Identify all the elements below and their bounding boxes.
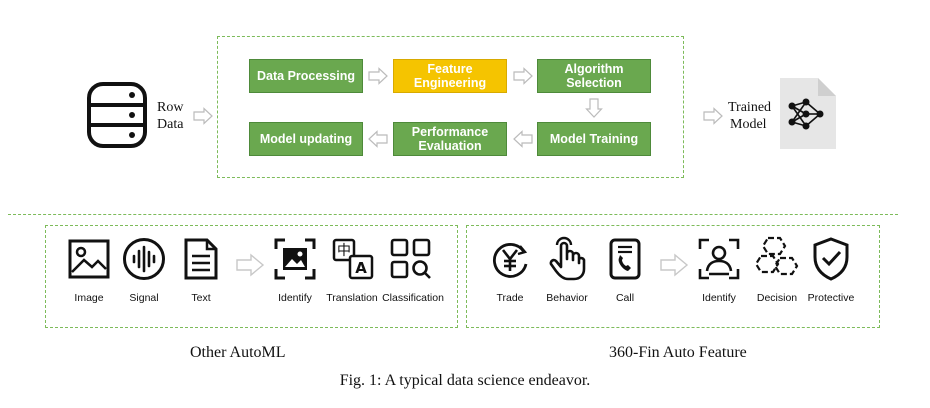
pipeline-section: Row Data Data Processing Feature Enginee…	[0, 0, 930, 200]
neural-network-document-icon	[780, 78, 836, 149]
step-data-processing-label: Data Processing	[257, 69, 355, 83]
step-performance-evaluation-label-1: Performance	[411, 125, 489, 139]
input-label-data: Data	[157, 117, 184, 132]
arrow-right-icon	[193, 107, 213, 125]
step-algorithm-selection: Algorithm Selection	[537, 59, 651, 93]
arrow-left-icon	[368, 130, 388, 148]
arrow-right-icon	[236, 253, 265, 277]
step-feature-engineering-label-2: Engineering	[413, 76, 487, 90]
output-label-classification: Classification	[382, 292, 444, 304]
section-divider	[8, 214, 898, 215]
step-data-processing: Data Processing	[249, 59, 363, 93]
classification-icon	[390, 238, 431, 279]
step-model-training-label: Model Training	[549, 132, 639, 146]
pipeline-container	[217, 36, 684, 178]
translation-icon: 中 A	[332, 238, 374, 280]
fin-input-label-call: Call	[615, 292, 635, 304]
trade-currency-icon	[493, 243, 528, 278]
identify-person-icon	[698, 238, 740, 280]
text-document-icon	[184, 238, 218, 280]
fin-output-label-decision: Decision	[756, 292, 798, 304]
step-feature-engineering-label-1: Feature	[427, 62, 473, 76]
call-phone-icon	[609, 238, 641, 280]
arrow-right-icon	[703, 107, 723, 125]
input-label-signal: Signal	[129, 292, 159, 304]
decision-hexagon-icon	[754, 236, 799, 276]
image-icon	[68, 239, 110, 279]
fin-output-label-identify: Identify	[702, 292, 736, 304]
figure-caption: Fig. 1: A typical data science endeavor.	[339, 372, 591, 389]
step-algorithm-selection-label-2: Selection	[566, 76, 622, 90]
output-label-translation: Translation	[326, 292, 378, 304]
svg-text:中: 中	[337, 243, 351, 259]
step-performance-evaluation-label-2: Evaluation	[418, 139, 482, 153]
step-model-training: Model Training	[537, 122, 651, 156]
arrow-right-icon	[660, 253, 689, 277]
step-algorithm-selection-label-1: Algorithm	[564, 62, 624, 76]
fin-output-label-protective: Protective	[807, 292, 855, 304]
arrow-down-icon	[585, 98, 603, 118]
input-label-row: Row	[157, 100, 184, 115]
output-label-model: Model	[730, 117, 767, 132]
input-label-image: Image	[74, 292, 104, 304]
behavior-touch-icon	[549, 236, 586, 281]
input-label-text: Text	[191, 292, 211, 304]
fin-auto-feature-panel	[466, 225, 880, 328]
other-automl-panel	[45, 225, 458, 328]
fin-input-label-trade: Trade	[496, 292, 524, 304]
arrow-right-icon	[513, 67, 533, 85]
database-icon	[87, 82, 147, 148]
svg-text:A: A	[355, 259, 367, 277]
step-model-updating: Model updating	[249, 122, 363, 156]
step-performance-evaluation: Performance Evaluation	[393, 122, 507, 156]
signal-icon	[123, 238, 165, 280]
step-feature-engineering: Feature Engineering	[393, 59, 507, 93]
protective-shield-icon	[813, 237, 849, 281]
step-model-updating-label: Model updating	[259, 132, 353, 146]
arrow-left-icon	[513, 130, 533, 148]
arrow-right-icon	[368, 67, 388, 85]
identify-image-icon	[274, 238, 316, 280]
output-label-trained: Trained	[728, 100, 772, 115]
output-label-identify: Identify	[278, 292, 312, 304]
fin-auto-feature-title: 360-Fin Auto Feature	[609, 344, 747, 361]
other-automl-title: Other AutoML	[190, 344, 286, 361]
fin-input-label-behavior: Behavior	[546, 292, 588, 304]
